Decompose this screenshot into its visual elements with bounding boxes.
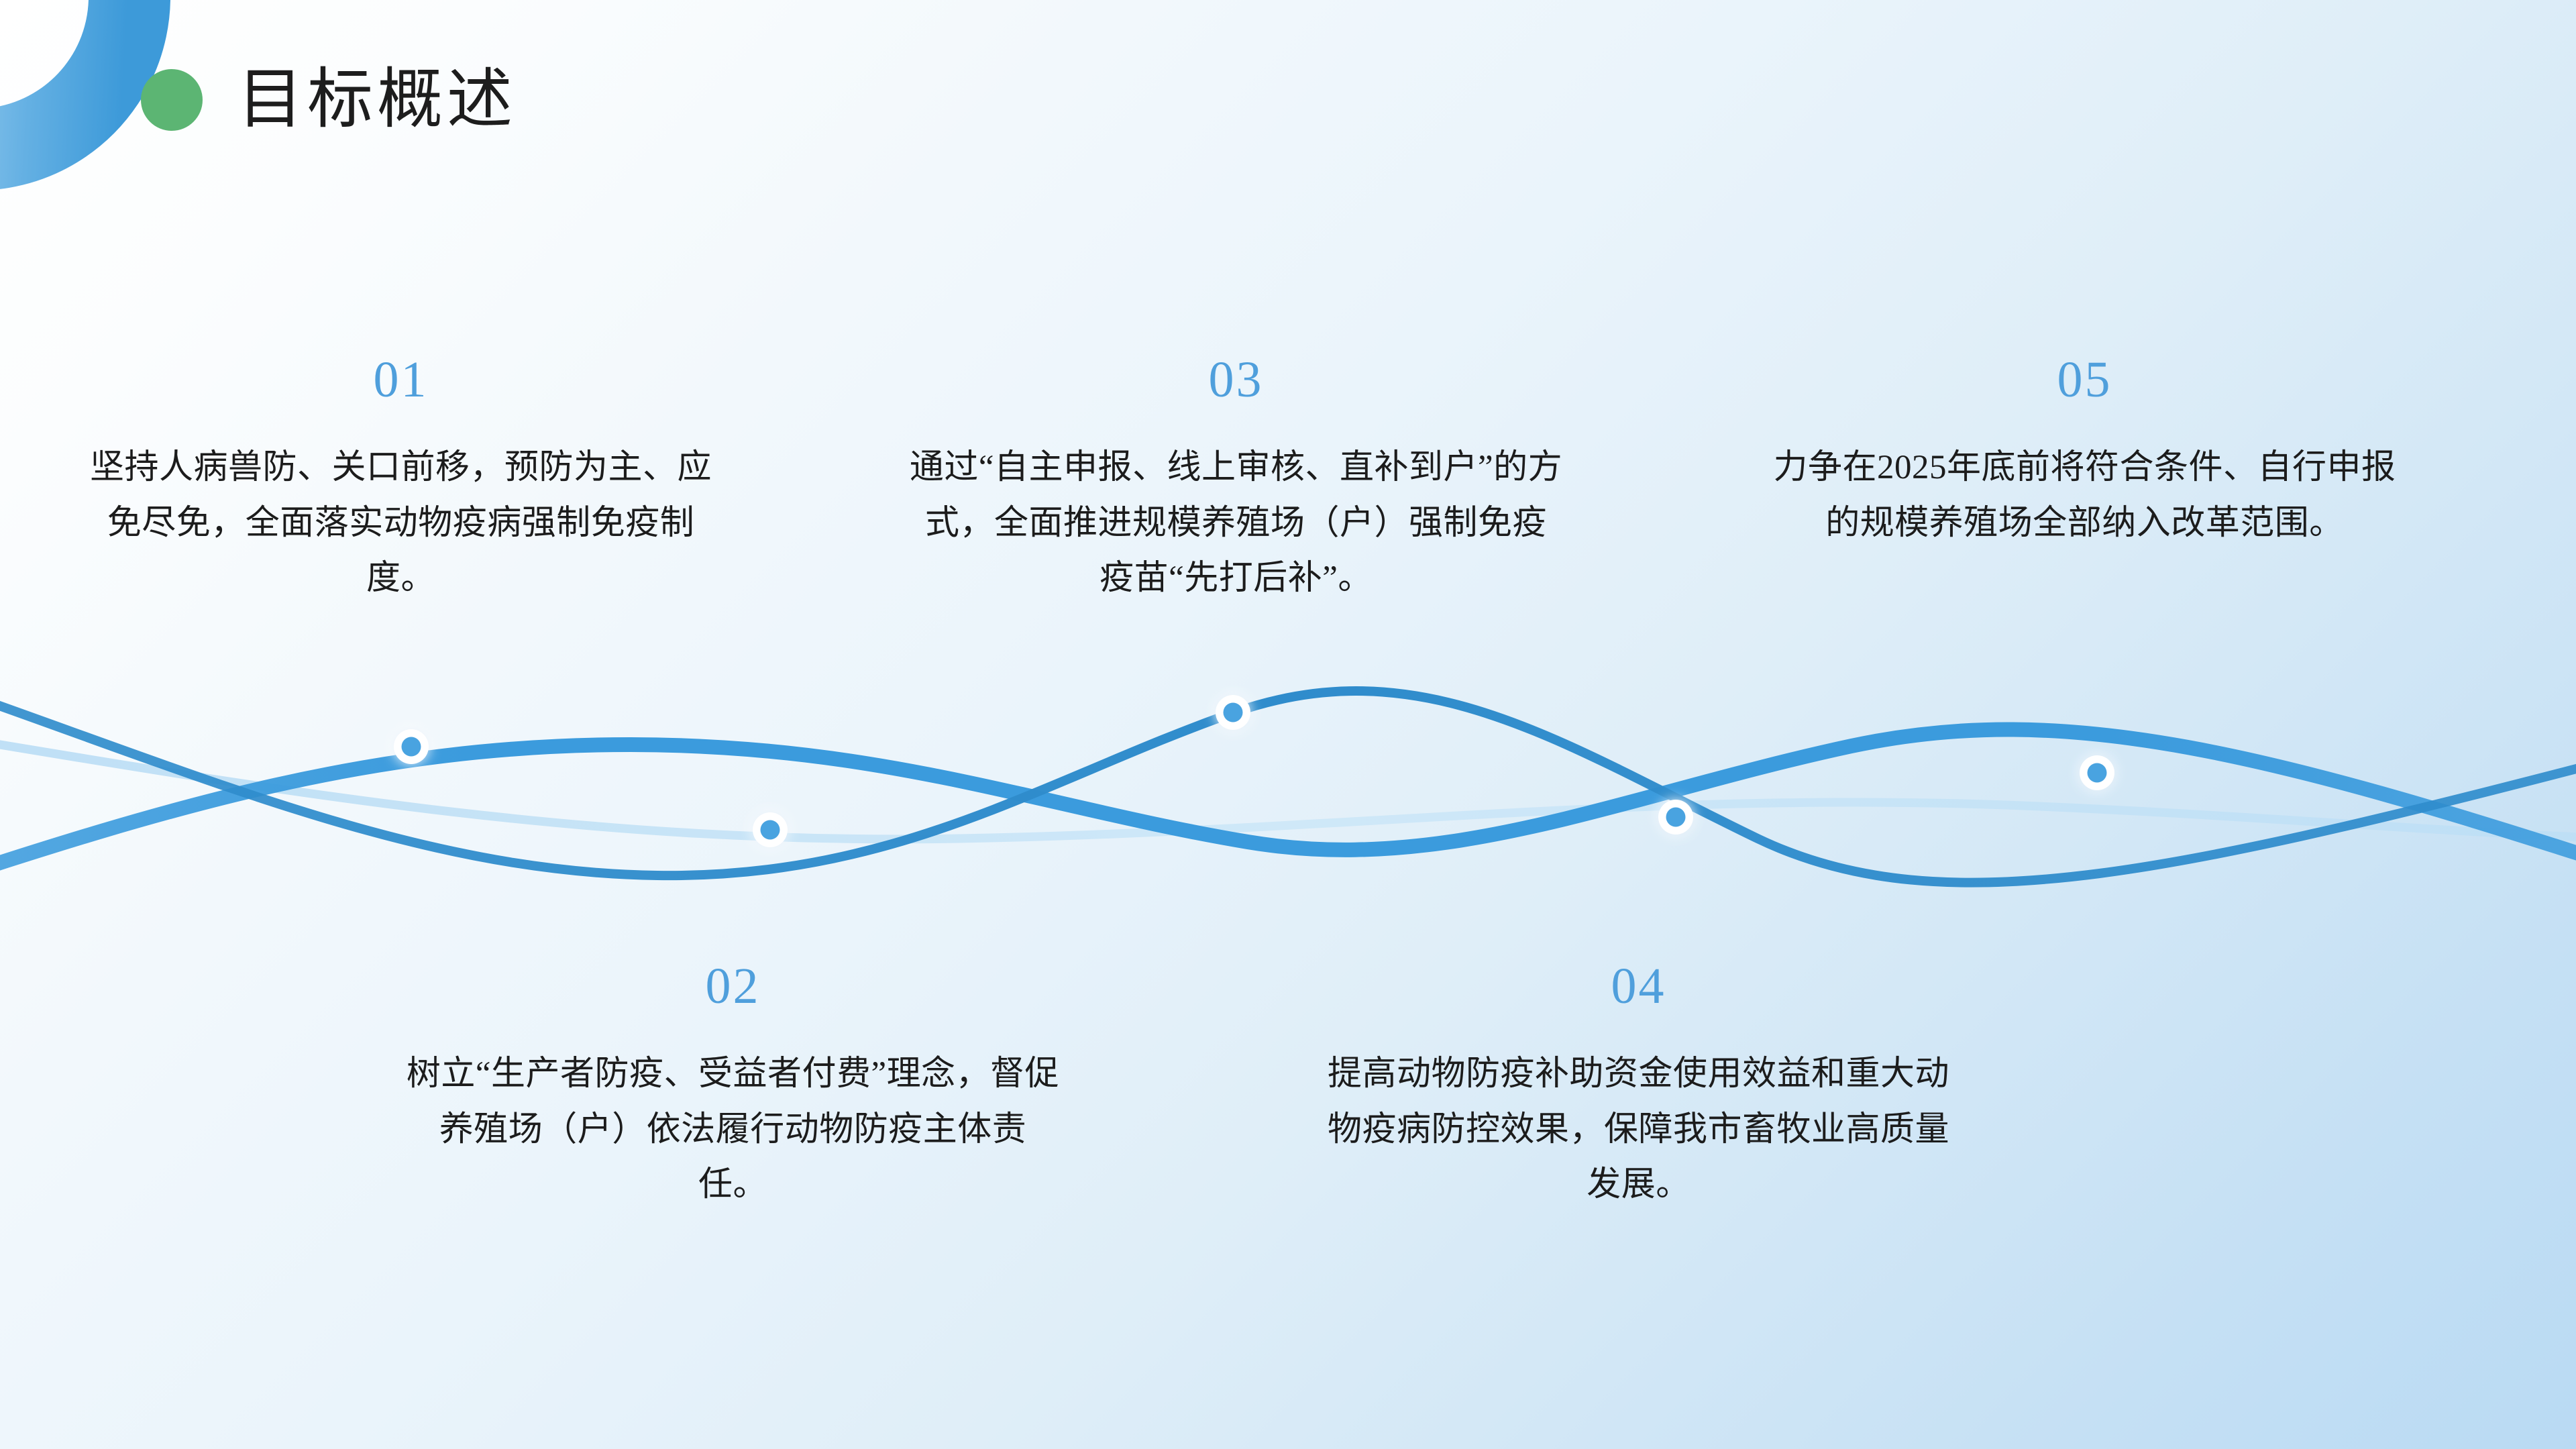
page-title: 目标概述 — [237, 64, 517, 136]
goal-text-05: 力争在2025年底前将符合条件、自行申报的规模养殖场全部纳入改革范围。 — [1773, 449, 2396, 542]
goal-text-04: 提高动物防疫补助资金使用效益和重大动物疫病防控效果，保障我市畜牧业高质量发展。 — [1327, 1055, 1949, 1204]
goal-number-02: 02 — [705, 958, 761, 1014]
header-bullet-dot — [141, 69, 203, 131]
goal-item-03: 03 通过“自主申报、线上审核、直补到户”的方式，全面推进规模养殖场（户）强制免… — [909, 354, 1563, 606]
wave-node-02[interactable] — [753, 812, 788, 847]
wave-node-04[interactable] — [1658, 800, 1693, 835]
goal-item-01: 01 坚持人病兽防、关口前移，预防为主、应免尽免，全面落实动物疫病强制免疫制度。 — [74, 354, 728, 606]
goal-item-04: 04 提高动物防疫补助资金使用效益和重大动物疫病防控效果，保障我市畜牧业高质量发… — [1311, 961, 1966, 1213]
wave-path-primary — [0, 722, 2576, 871]
goal-item-02: 02 树立“生产者防疫、受益者付费”理念，督促养殖场（户）依法履行动物防疫主体责… — [406, 961, 1060, 1213]
goal-number-01: 01 — [373, 352, 429, 408]
goal-item-05: 05 力争在2025年底前将符合条件、自行申报的规模养殖场全部纳入改革范围。 — [1758, 354, 2412, 551]
goal-number-04: 04 — [1611, 958, 1666, 1014]
goal-text-02: 树立“生产者防疫、受益者付费”理念，督促养殖场（户）依法履行动物防疫主体责任。 — [406, 1055, 1060, 1204]
goal-text-01: 坚持人病兽防、关口前移，预防为主、应免尽免，全面落实动物疫病强制免疫制度。 — [89, 449, 712, 598]
wave-node-01[interactable] — [394, 729, 429, 764]
wave-path-pale — [0, 740, 2576, 844]
wave-path-secondary — [0, 686, 2576, 888]
wave-node-markers — [394, 695, 2114, 847]
wave-node-05[interactable] — [2080, 755, 2114, 790]
wave-node-03[interactable] — [1216, 695, 1250, 730]
goal-number-05: 05 — [2057, 352, 2112, 408]
goal-text-03: 通过“自主申报、线上审核、直补到户”的方式，全面推进规模养殖场（户）强制免疫疫苗… — [909, 449, 1563, 598]
page-header: 目标概述 — [141, 67, 517, 133]
goal-number-03: 03 — [1208, 352, 1264, 408]
